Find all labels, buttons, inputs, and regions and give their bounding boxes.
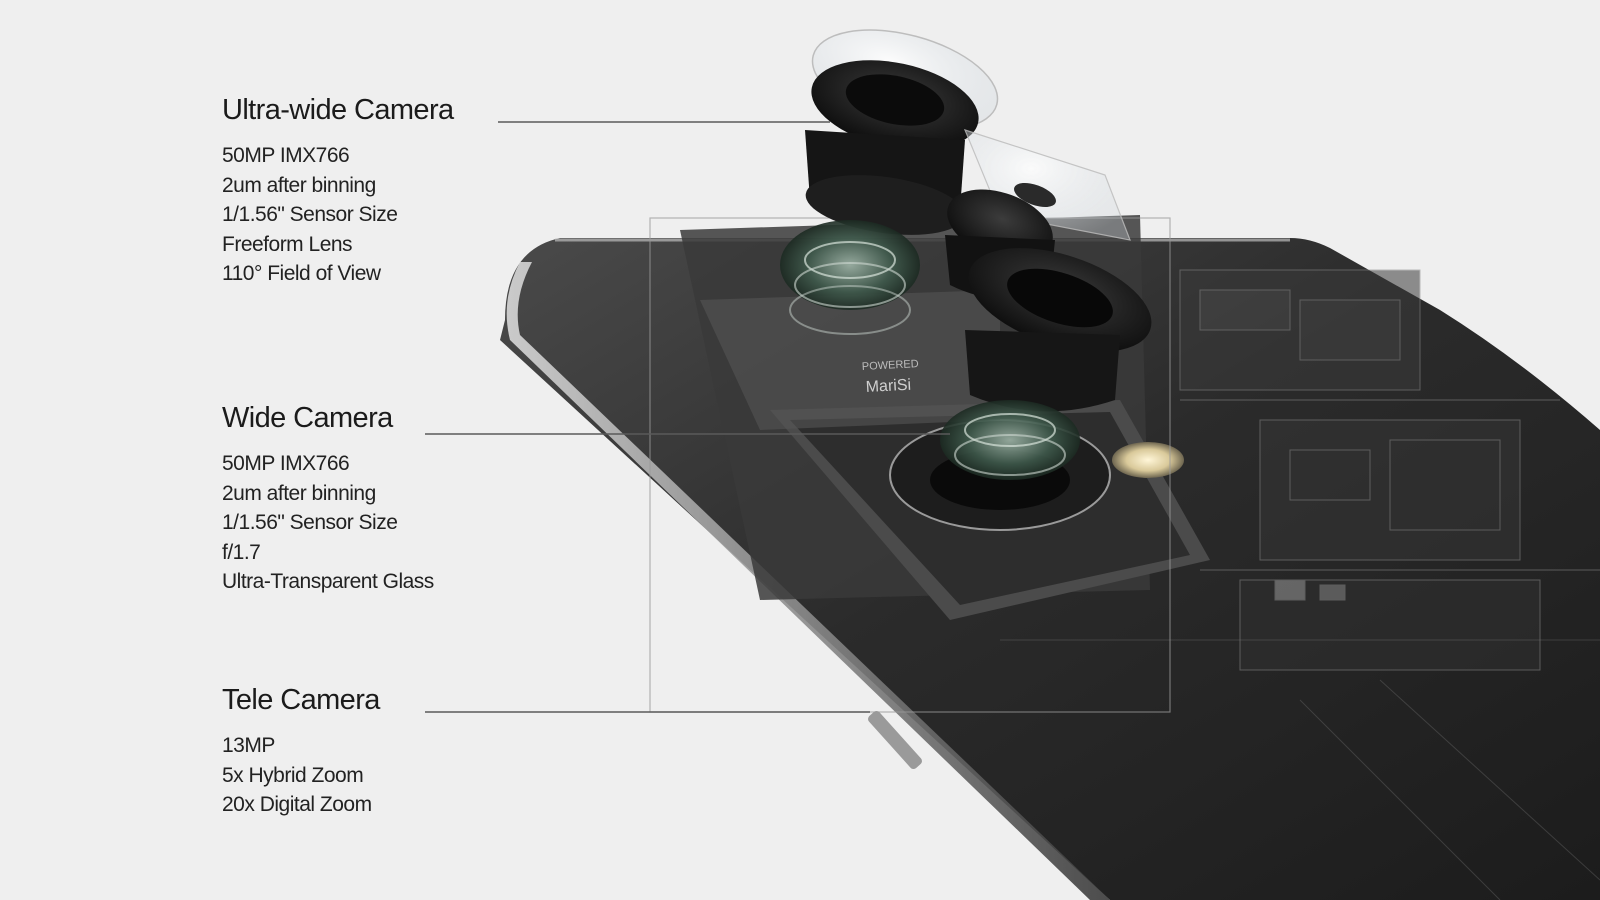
spec-item: 1/1.56" Sensor Size — [222, 511, 398, 534]
wide-spec-list: 50MP IMX766 2um after binning 1/1.56" Se… — [222, 449, 434, 597]
spec-item: 13MP — [222, 734, 275, 757]
tele-camera-title: Tele Camera — [222, 684, 380, 716]
ultrawide-camera-specs: Ultra-wide Camera 50MP IMX766 2um after … — [222, 94, 454, 289]
ultrawide-camera-title: Ultra-wide Camera — [222, 94, 454, 126]
module-marking-line1: POWERED — [862, 358, 919, 373]
tele-spec-list: 13MP 5x Hybrid Zoom 20x Digital Zoom — [222, 731, 380, 820]
ultrawide-spec-list: 50MP IMX766 2um after binning 1/1.56" Se… — [222, 141, 454, 289]
internal-board — [1179, 269, 1600, 671]
spec-item: f/1.7 — [222, 540, 261, 564]
side-button — [868, 710, 922, 770]
wide-lens-stack — [940, 189, 1152, 480]
spec-item: 1/1.56" Sensor Size — [222, 203, 398, 226]
spec-item: Freeform Lens — [222, 232, 353, 256]
spec-item: 2um after binning — [222, 173, 376, 197]
spec-item: 110° Field of View — [222, 262, 381, 285]
wide-camera-title: Wide Camera — [222, 402, 393, 434]
wide-camera-specs: Wide Camera 50MP IMX766 2um after binnin… — [222, 402, 434, 597]
spec-item: Ultra-Transparent Glass — [222, 570, 434, 593]
ultrawide-lens-stack — [780, 29, 999, 335]
flash-icon — [1112, 442, 1184, 478]
camera-module-base: POWERED MariSi — [680, 215, 1210, 620]
spec-item: 50MP IMX766 — [222, 452, 350, 475]
spec-item: 2um after binning — [222, 481, 376, 505]
spec-item: 5x Hybrid Zoom — [222, 763, 364, 787]
spec-item: 50MP IMX766 — [222, 144, 350, 167]
spec-item: 20x Digital Zoom — [222, 793, 372, 816]
module-marking-line2: MariSi — [865, 377, 911, 396]
tele-camera-specs: Tele Camera 13MP 5x Hybrid Zoom 20x Digi… — [222, 684, 380, 820]
